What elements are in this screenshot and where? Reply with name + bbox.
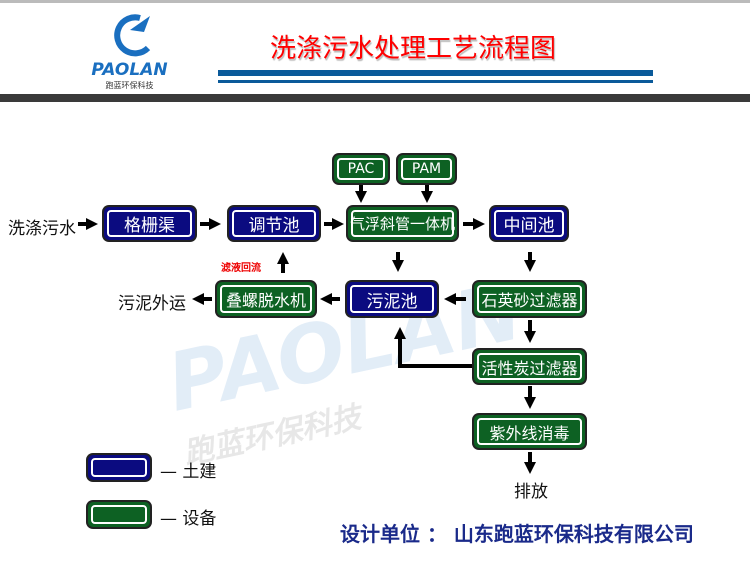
legend-equipment-label: — 设备 xyxy=(160,509,217,529)
logo-text: PAOLAN xyxy=(91,60,168,80)
logo-mark-icon xyxy=(113,14,150,57)
discharge-label: 排放 xyxy=(514,482,548,502)
logo: PAOLAN 跑蓝环保科技 xyxy=(82,10,177,90)
node-uv-disinfection[interactable]: 紫外线消毒 xyxy=(474,415,585,448)
node-pac[interactable]: PAC xyxy=(334,155,388,183)
input-label: 洗涤污水 xyxy=(8,219,76,239)
node-pam[interactable]: PAM xyxy=(398,155,455,183)
node-flotation-unit[interactable]: 气浮斜管一体机 xyxy=(348,207,457,240)
node-carbon-filter[interactable]: 活性炭过滤器 xyxy=(474,350,585,383)
sludge-out-label: 污泥外运 xyxy=(118,294,186,314)
node-sludge-tank[interactable]: 污泥池 xyxy=(347,282,437,316)
legend-civil-swatch xyxy=(88,455,150,480)
top-line xyxy=(0,0,750,3)
legend-equipment-swatch xyxy=(88,502,150,527)
node-sand-filter[interactable]: 石英砂过滤器 xyxy=(474,282,585,316)
logo-subtext: 跑蓝环保科技 xyxy=(105,81,154,90)
node-equalization-tank[interactable]: 调节池 xyxy=(229,207,319,240)
header-divider xyxy=(0,94,750,102)
legend-civil-label: — 土建 xyxy=(160,462,217,482)
filtrate-return-label: 滤液回流 xyxy=(221,263,261,274)
title-rule-bottom xyxy=(218,80,653,83)
node-middle-tank[interactable]: 中间池 xyxy=(491,207,567,240)
designer-credit: 设计单位 ： 山东跑蓝环保科技有限公司 xyxy=(340,522,694,546)
title-rule-top xyxy=(218,70,653,76)
node-screw-dewaterer[interactable]: 叠螺脱水机 xyxy=(217,282,315,316)
page-title: 洗涤污水处理工艺流程图 xyxy=(270,34,557,64)
node-grille-channel[interactable]: 格栅渠 xyxy=(104,207,195,240)
